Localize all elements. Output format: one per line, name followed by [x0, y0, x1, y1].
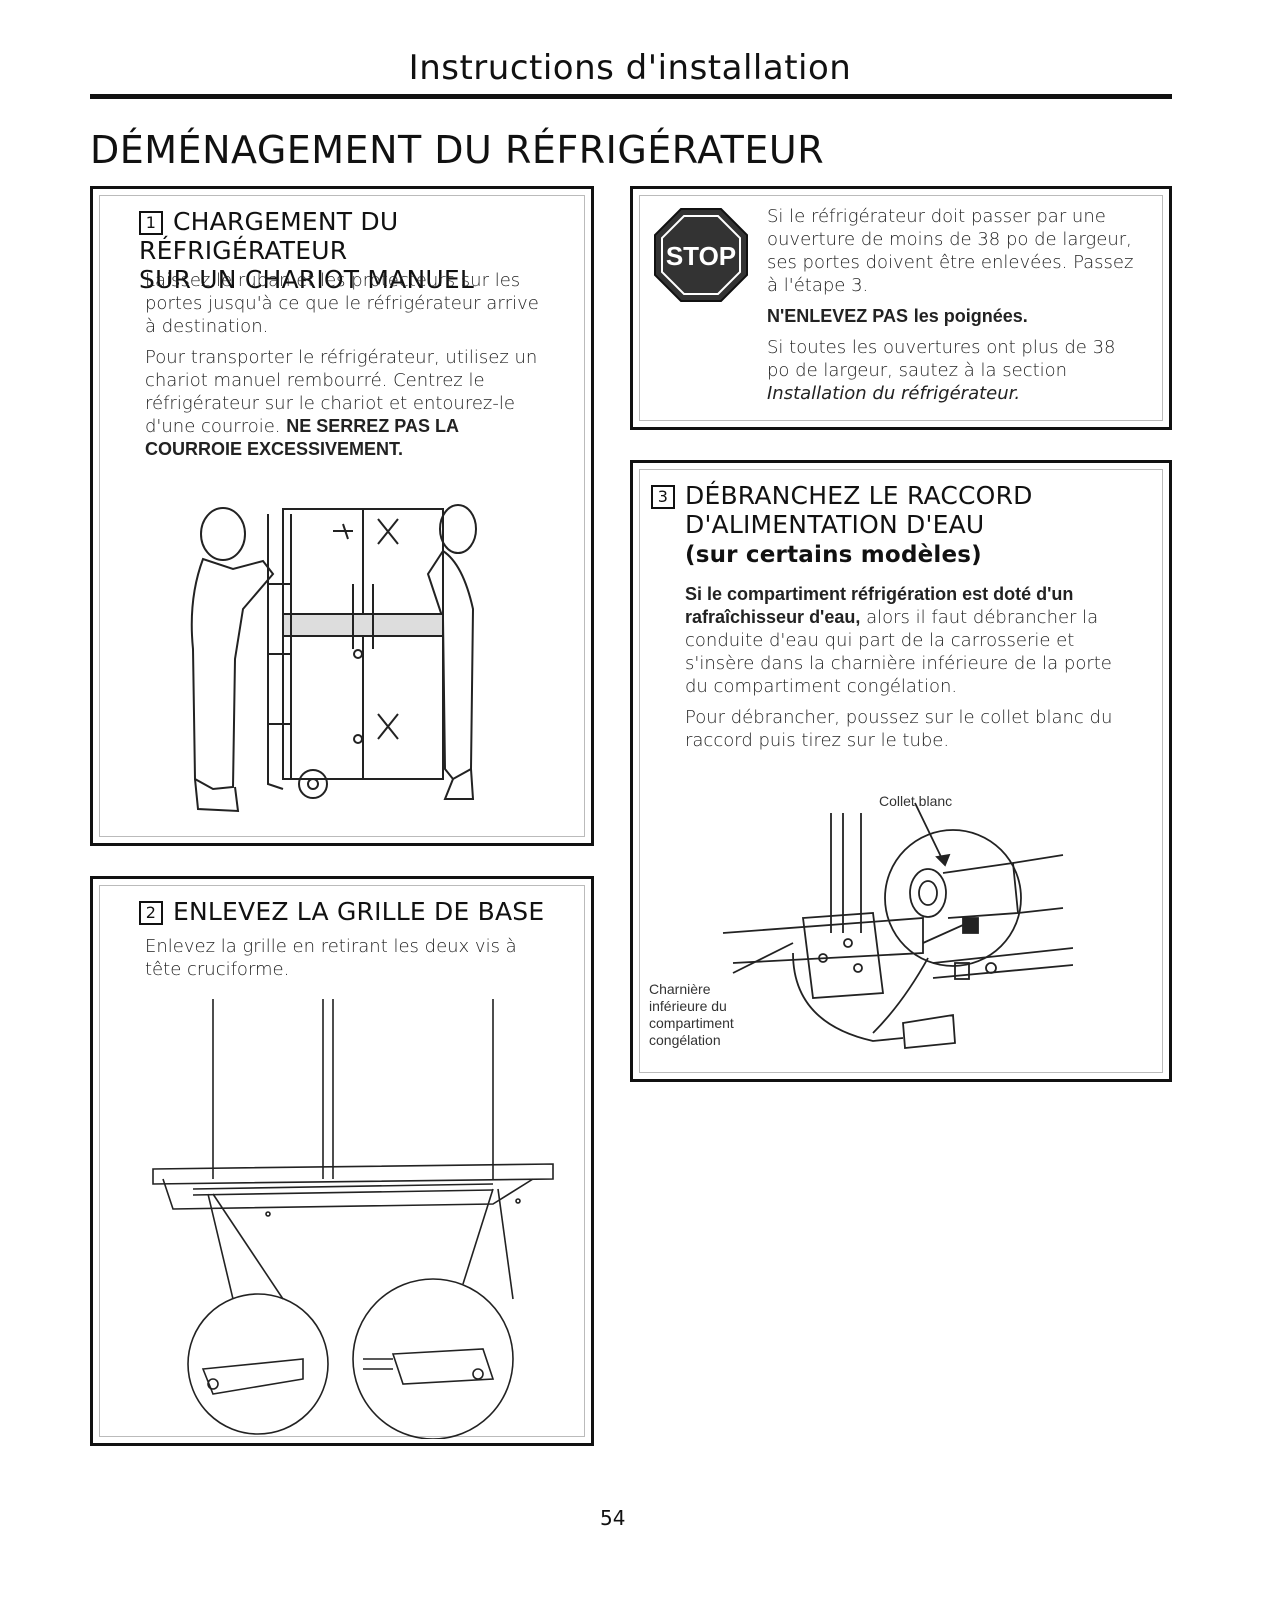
stop-warning-rest: les poignées. — [913, 306, 1028, 326]
step2-title: 2 ENLEVEZ LA GRILLE DE BASE — [139, 897, 544, 926]
step1-para1: Laissez le ruban et les protecteurs sur … — [145, 270, 539, 337]
step3-body: Si le compartiment réfrigération est dot… — [685, 583, 1135, 760]
step1-title-line1: CHARGEMENT DU RÉFRIGÉRATEUR — [139, 207, 399, 265]
stop-body: Si le réfrigérateur doit passer par une … — [767, 205, 1137, 413]
step3-para1-bold: Si le compartiment réfrigération est dot… — [685, 584, 1074, 627]
step1-number: 1 — [139, 211, 163, 235]
step3-title: 3 DÉBRANCHEZ LE RACCORD D'ALIMENTATION D'… — [651, 481, 1033, 570]
step3-subtitle: (sur certains modèles) — [685, 542, 982, 568]
page-number: 54 — [600, 1506, 626, 1530]
stop-para2: Si toutes les ouvertures ont plus de 38 … — [767, 336, 1137, 405]
water-connector-illustration — [722, 802, 1073, 1049]
step1-inner-border — [99, 195, 585, 837]
stop-sign-icon: STOP — [654, 208, 748, 302]
step3-title-line2: D'ALIMENTATION D'EAU — [685, 510, 985, 539]
stop-warning-bold: N'ENLEVEZ PAS — [767, 306, 908, 326]
page-title: DÉMÉNAGEMENT DU RÉFRIGÉRATEUR — [90, 128, 825, 172]
step1-para2: Pour transporter le réfrigérateur, utili… — [145, 346, 555, 461]
step1-para2-bold: NE SERREZ PAS LA COURROIE EXCESSIVEMENT. — [145, 416, 459, 459]
step1-title-line2: SUR UN CHARIOT MANUEL — [139, 265, 475, 294]
step3-number: 3 — [651, 485, 675, 509]
step1-para2-text: Pour transporter le réfrigérateur, utili… — [145, 347, 538, 437]
step2-body: Enlevez la grille en retirant les deux v… — [145, 935, 555, 989]
step3-para2: Pour débrancher, poussez sur le collet b… — [685, 707, 1113, 751]
step1-body: Laissez le ruban et les protecteurs sur … — [145, 269, 555, 469]
stop-warning: N'ENLEVEZ PAS les poignées. — [767, 305, 1137, 328]
hand-truck-illustration — [190, 504, 477, 813]
stop-para1: Si le réfrigérateur doit passer par une … — [767, 206, 1134, 296]
step3-title-line1: DÉBRANCHEZ LE RACCORD — [685, 481, 1033, 510]
stop-inner-border — [639, 195, 1163, 421]
step2-inner-border — [99, 885, 585, 1437]
page-header: Instructions d'installation — [408, 48, 852, 88]
charniere-label: Charnière inférieure du compartiment con… — [649, 981, 734, 1048]
base-grille-illustration — [152, 999, 554, 1439]
step3-para1-rest: alors il faut débrancher la conduite d'e… — [685, 607, 1112, 697]
step3-inner-border — [639, 469, 1163, 1073]
stop-para2-italic: Installation du réfrigérateur. — [767, 383, 1021, 404]
step2-number: 2 — [139, 901, 163, 925]
collet-blanc-label: Collet blanc — [879, 793, 953, 809]
stop-para2-text: Si toutes les ouvertures ont plus de 38 … — [767, 337, 1116, 381]
step3-para1: Si le compartiment réfrigération est dot… — [685, 583, 1135, 698]
step2-para: Enlevez la grille en retirant les deux v… — [145, 936, 517, 980]
step2-title-text: ENLEVEZ LA GRILLE DE BASE — [173, 897, 545, 926]
step3-box: 3 DÉBRANCHEZ LE RACCORD D'ALIMENTATION D'… — [630, 460, 1172, 1082]
stop-sign-text: STOP — [666, 241, 736, 271]
header-rule — [90, 94, 1172, 99]
stop-box: STOP Si le réfrigérateur doit passer par… — [630, 186, 1172, 430]
step2-box: 2 ENLEVEZ LA GRILLE DE BASE Enlevez la gr… — [90, 876, 594, 1446]
